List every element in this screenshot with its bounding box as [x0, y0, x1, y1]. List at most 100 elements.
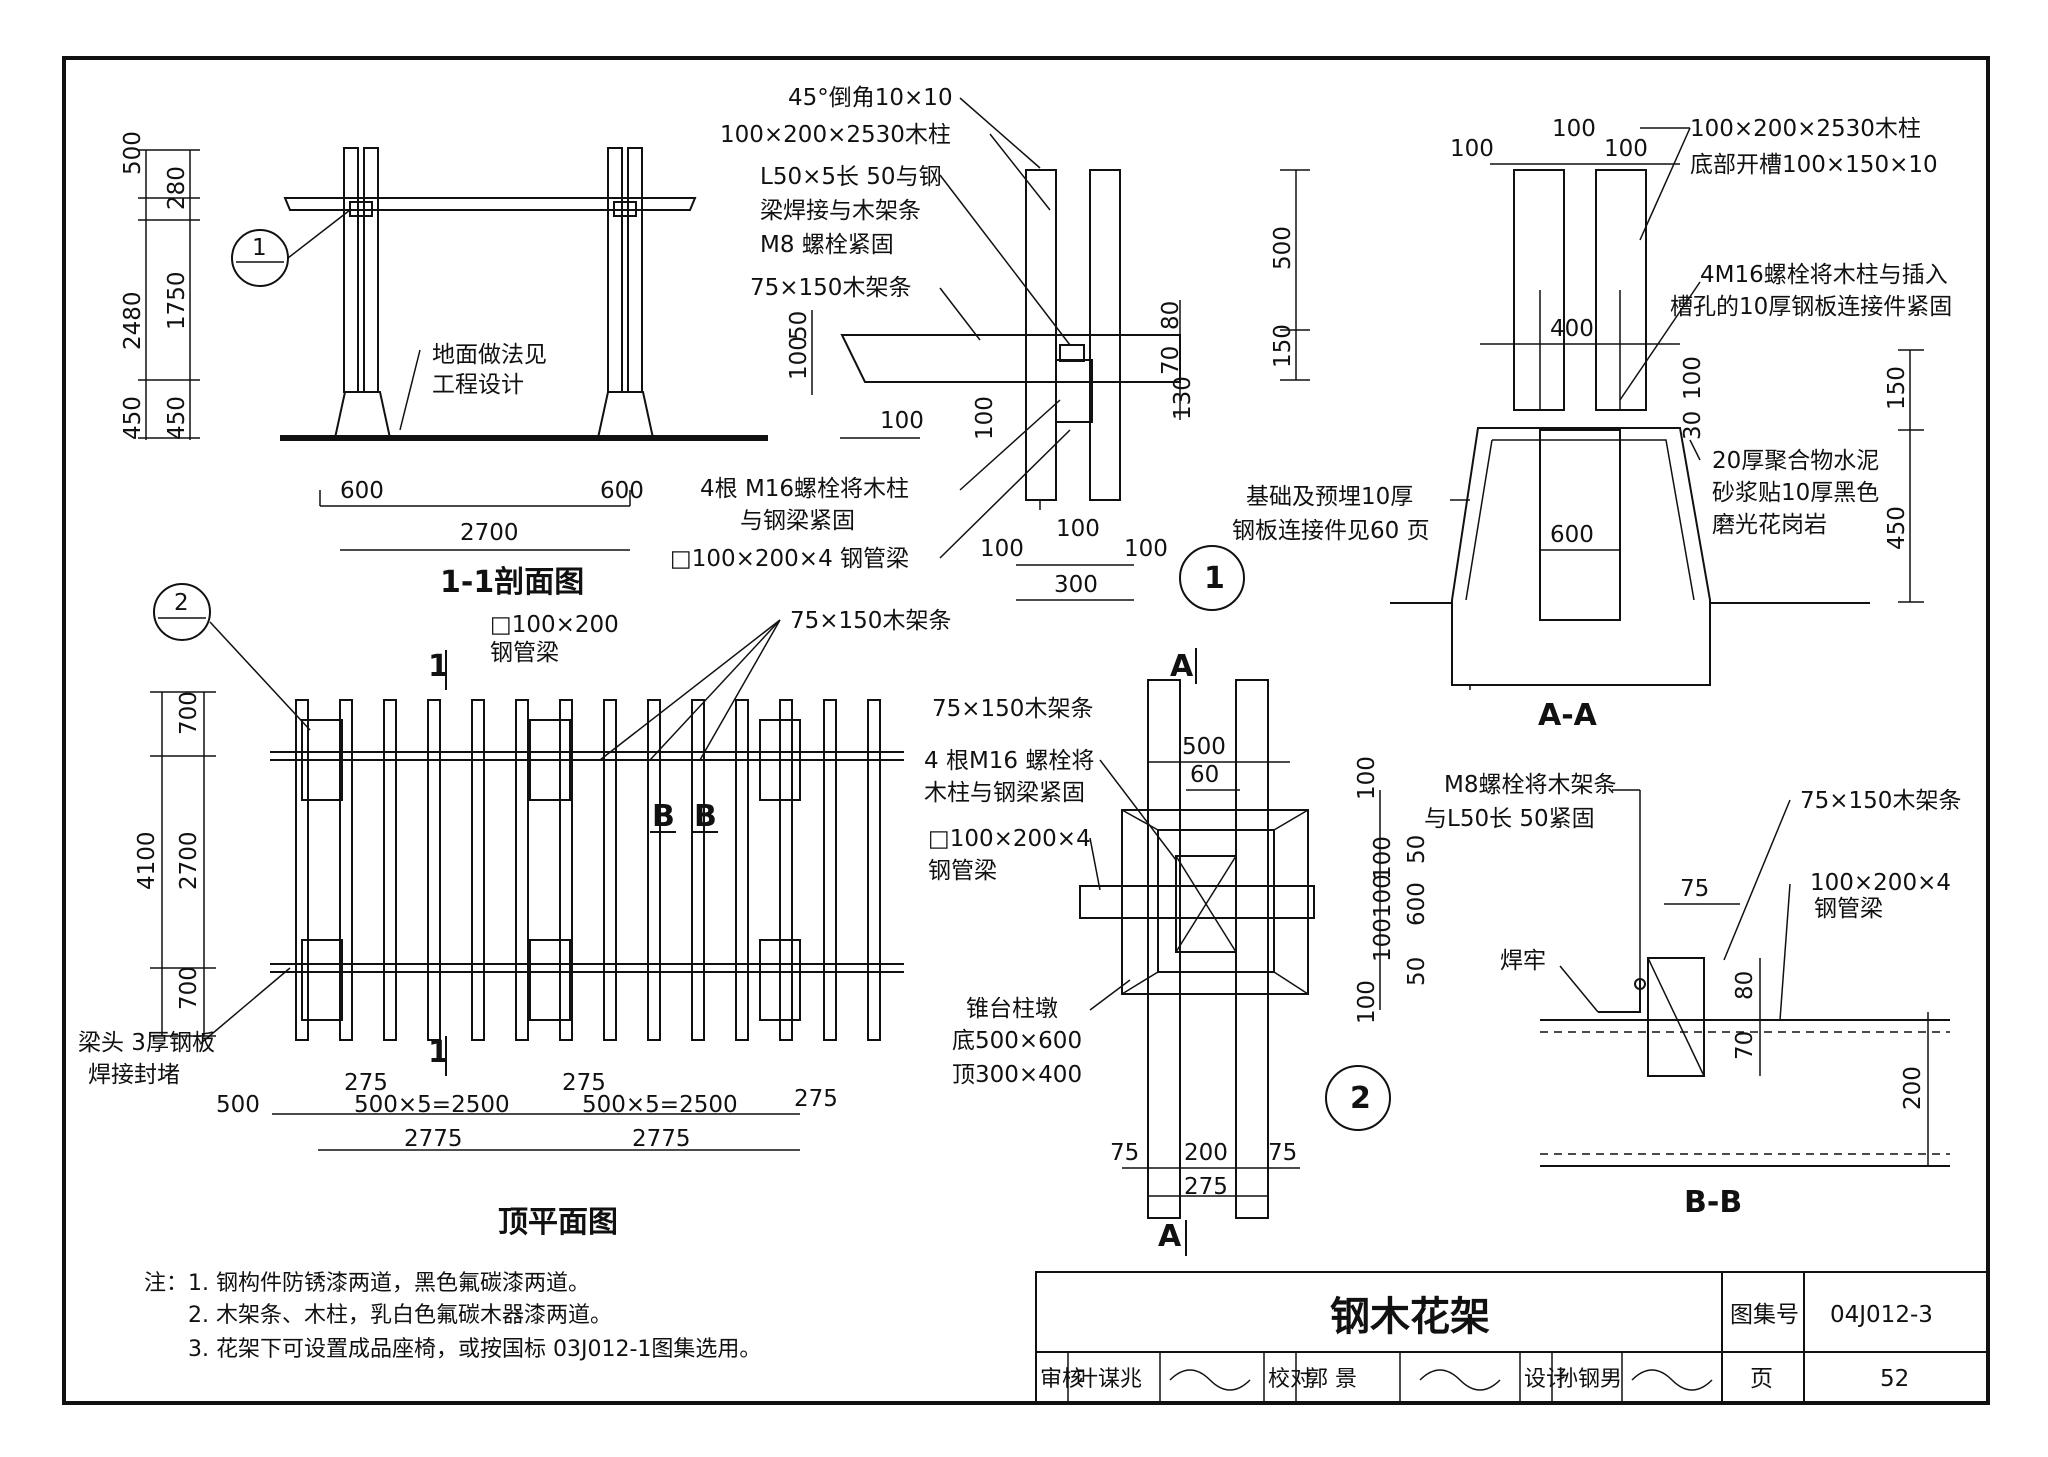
detail1-bolt [1059, 344, 1085, 362]
aa-dim-450: 450 [1884, 506, 1910, 550]
section-b-b: M8螺栓将木架条 与L50长 50紧固 75×150木架条 100×200×4 … [1424, 772, 1961, 1220]
plan-purlin-8 [603, 699, 617, 1041]
post-left-a [343, 147, 359, 393]
section-a-a: 100×200×2530木柱 底部开槽100×150×10 4M16螺栓将木柱与… [1232, 116, 1952, 733]
section-a-a-title: A-A [1538, 698, 1598, 733]
plan-dim-4100: 4100 [134, 831, 160, 890]
label-purlin: 75×150木架条 [750, 275, 911, 301]
plan-dim-275c: 275 [794, 1086, 838, 1112]
d2-label-bolts-1: 4 根M16 螺栓将 [924, 748, 1094, 774]
dim-2700: 2700 [460, 520, 519, 546]
d2-pedestal-bottom [1121, 809, 1309, 995]
note-2: 2. 木架条、木柱，乳白色氟碳木器漆两道。 [188, 1303, 612, 1328]
aa-dim-100a: 100 [1450, 136, 1494, 162]
sheet-frame [62, 56, 1990, 1405]
d2-label-beam-1: □100×200×4 [928, 826, 1091, 852]
dim-450-outer: 450 [120, 396, 146, 440]
plan-purlin-13 [823, 699, 837, 1041]
d2-label-bolts-2: 木柱与钢梁紧固 [924, 780, 1085, 806]
label-angle-1: L50×5长 50与钢 [760, 164, 942, 190]
ground-note-line2: 工程设计 [432, 372, 524, 398]
section-1-1: 500 2480 450 280 1750 450 1 地面做法见 工程设计 6… [120, 131, 768, 600]
aa-dim-30: 30 [1680, 411, 1706, 440]
d2-mark-a-bottom: A [1158, 1219, 1182, 1254]
aa-label-mortar-1: 20厚聚合物水泥 [1712, 448, 1879, 474]
aa-dim-100d: 100 [1680, 356, 1706, 400]
plan-mark-1-bottom: 1 [428, 1035, 449, 1070]
page-label: 页 [1750, 1366, 1773, 1392]
check-signature [1419, 1369, 1501, 1391]
plan-dim-500: 500 [216, 1092, 260, 1118]
plan-purlin-10 [691, 699, 705, 1041]
joint-left [349, 201, 373, 217]
plan-dim-700-bottom: 700 [176, 966, 202, 1010]
bb-angle [1598, 980, 1641, 1013]
ground-note-line1: 地面做法见 [432, 342, 547, 368]
plan-dim-2500a: 500×5=2500 [354, 1092, 510, 1118]
top-plan: 2 □100×200 钢管梁 75×150木架条 梁头 3厚钢板 焊接封堵 1 … [78, 583, 951, 1240]
dim-2480: 2480 [120, 291, 146, 350]
label-steel-beam: □100×200×4 钢管梁 [670, 546, 909, 572]
aa-post-left [1513, 169, 1565, 411]
bb-label-bolt-2: 与L50长 50紧固 [1424, 806, 1595, 832]
plan-label-purlin: 75×150木架条 [790, 608, 951, 634]
detail-1: 45°倒角10×10 100×200×2530木柱 L50×5长 50与钢 梁焊… [670, 85, 1310, 611]
bb-purlin [1647, 957, 1705, 1077]
d2-dim-200: 200 [1184, 1140, 1228, 1166]
d1-dim-70: 70 [1158, 346, 1184, 375]
detail1-callout-number: 1 [1204, 561, 1225, 596]
bb-label-beam-1: 100×200×4 [1810, 870, 1951, 896]
label-angle-3: M8 螺栓紧固 [760, 232, 894, 258]
aa-label-mortar-3: 磨光花岗岩 [1712, 512, 1827, 538]
d2-dim-100a: 100 [1354, 756, 1380, 800]
bb-dim-75: 75 [1680, 876, 1709, 902]
label-wood-post: 100×200×2530木柱 [720, 122, 951, 148]
plan-purlin-12 [779, 699, 793, 1041]
d1-dim-150: 150 [1270, 324, 1296, 368]
aa-steel-plate [1539, 429, 1621, 621]
plan-purlin-6 [515, 699, 529, 1041]
aa-pedestal [1451, 427, 1711, 686]
pedestal-left [334, 391, 391, 439]
d2-mark-a-top: A [1170, 649, 1194, 684]
d1-dim-130: 130 [1170, 376, 1196, 420]
plan-purlin-5 [471, 699, 485, 1041]
review-name: 叶谋兆 [1076, 1367, 1142, 1392]
aa-post-right [1595, 169, 1647, 411]
plan-mark-1-top: 1 [428, 649, 449, 684]
d2-dim-600: 600 [1404, 882, 1430, 926]
d2-dim-75b: 75 [1268, 1140, 1297, 1166]
aa-label-slot: 底部开槽100×150×10 [1690, 152, 1938, 178]
d2-connection [1175, 855, 1237, 953]
plan-purlin-1 [295, 699, 309, 1041]
plan-purlin-2 [339, 699, 353, 1041]
d2-dim-50b: 50 [1404, 957, 1430, 986]
detail1-bracket [1055, 359, 1093, 423]
notes: 注：1. 钢构件防锈漆两道，黑色氟碳漆两道。 2. 木架条、木柱，乳白色氟碳木器… [144, 1271, 761, 1362]
design-signature [1631, 1369, 1713, 1391]
plan-dim-2775a: 2775 [404, 1126, 463, 1152]
plan-purlin-11 [735, 699, 749, 1041]
pedestal-right [597, 391, 654, 439]
bb-dim-70: 70 [1732, 1031, 1758, 1060]
sheet-title: 钢木花架 [1330, 1294, 1490, 1340]
dim-600-right: 600 [600, 478, 644, 504]
d1-dim-300: 300 [1054, 572, 1098, 598]
plan-label-plate-1: 梁头 3厚钢板 [78, 1030, 215, 1056]
plan-label-beam-2: 钢管梁 [490, 640, 559, 666]
d2-post-left [1147, 679, 1181, 1219]
bb-label-beam-2: 钢管梁 [1814, 896, 1883, 922]
aa-dim-100c: 100 [1604, 136, 1648, 162]
dim-280: 280 [164, 166, 190, 210]
d2-dim-75a: 75 [1110, 1140, 1139, 1166]
bb-dim-200: 200 [1900, 1066, 1926, 1110]
aa-label-bolts-1: 4M16螺栓将木柱与插入 [1700, 262, 1948, 288]
dim-1750: 1750 [164, 271, 190, 330]
plan-post-3 [529, 719, 571, 801]
check-name: 郭 景 [1306, 1367, 1357, 1392]
bb-label-weld: 焊牢 [1500, 948, 1546, 974]
d2-dim-100100: 100100 [1370, 874, 1396, 962]
d2-dim-100c: 100 [1354, 980, 1380, 1024]
d1-dim-100a: 100 [786, 336, 812, 380]
